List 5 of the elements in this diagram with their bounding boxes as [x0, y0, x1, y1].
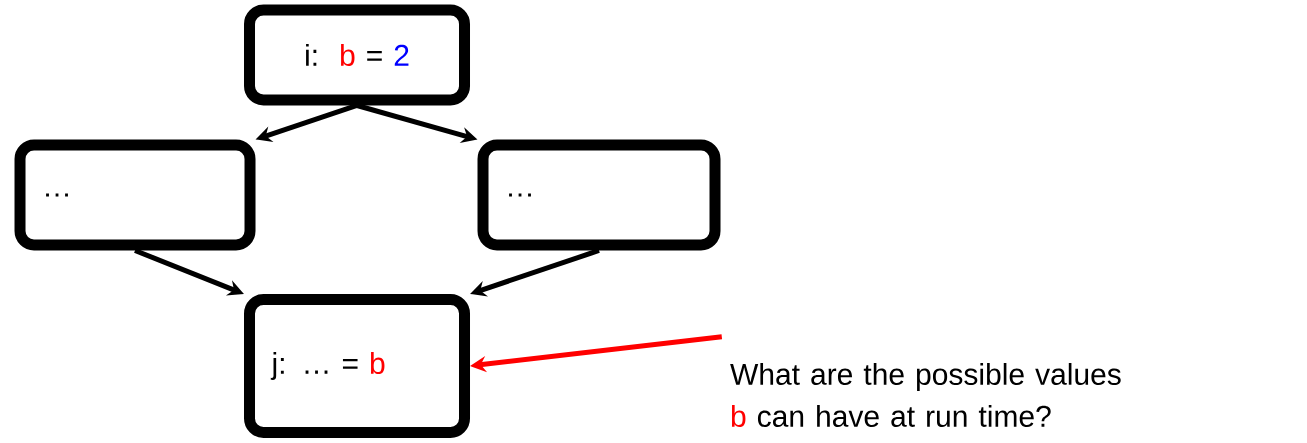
- process-box: …: [14, 139, 256, 251]
- process-box: j: … = b: [244, 294, 470, 438]
- process-box: i: b = 2: [244, 4, 470, 106]
- question-text: What are the possible values b can have at run time?: [730, 363, 1121, 427]
- process-box: …: [477, 139, 721, 251]
